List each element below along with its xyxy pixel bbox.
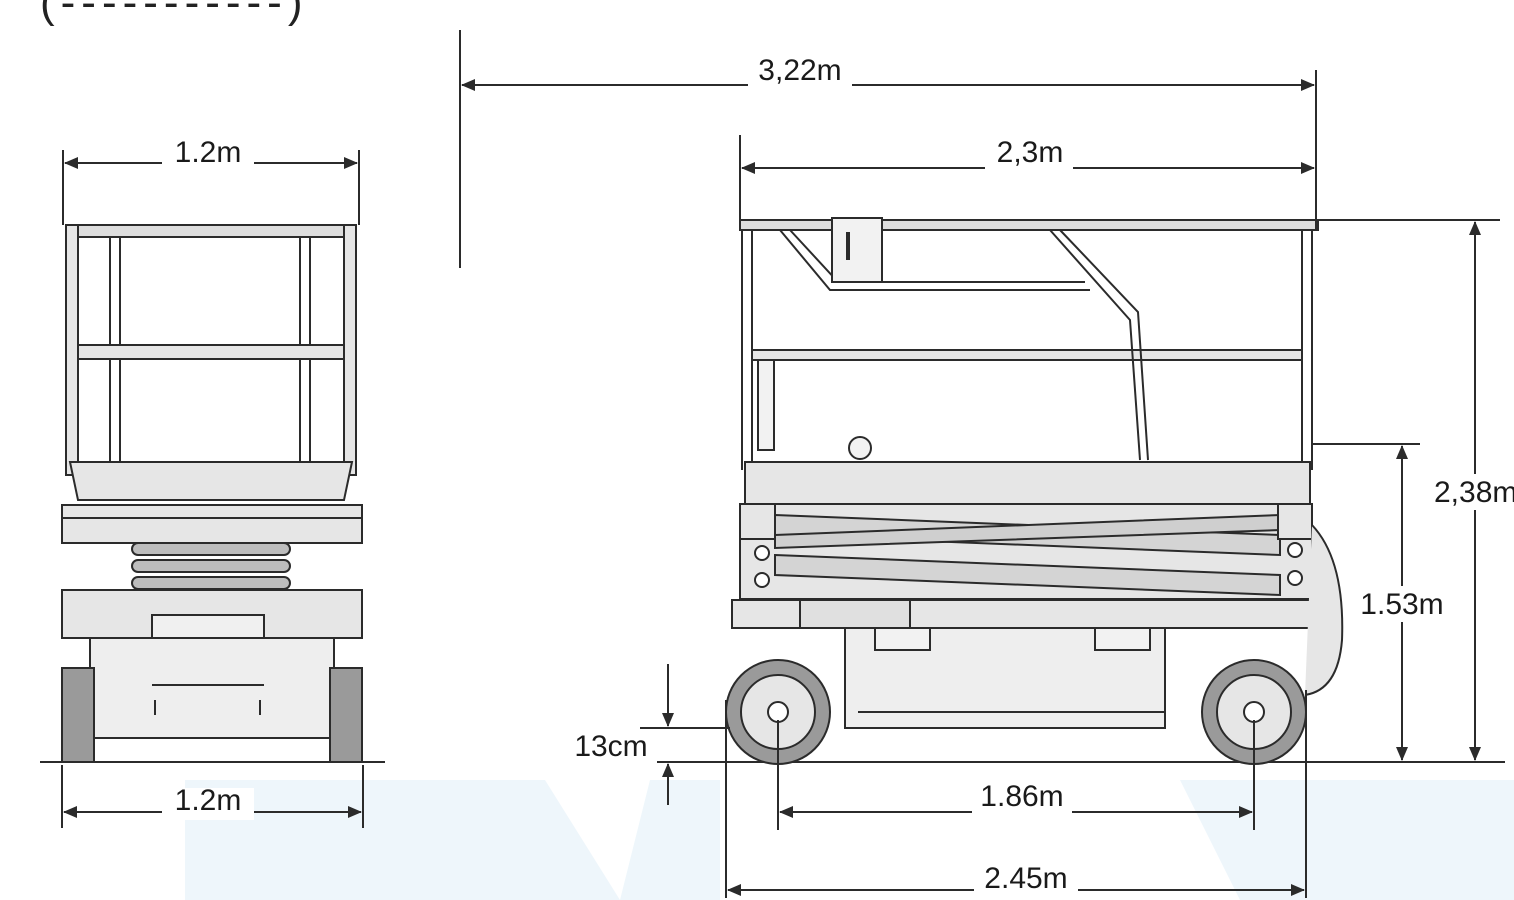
ground-clearance-dimension [640, 664, 730, 805]
front-top-width-label: 1.2m [175, 136, 242, 169]
platform-height-label: 1.53m [1360, 588, 1443, 621]
front-view [40, 224, 385, 763]
wheelbase-label: 1.86m [980, 780, 1063, 813]
platform-length-label: 2,3m [997, 136, 1064, 169]
side-view [650, 217, 1505, 765]
background-shading [185, 780, 1514, 900]
chassis-length-label: 2.45m [984, 862, 1067, 895]
front-bottom-width-label: 1.2m [175, 784, 242, 817]
title-fragment: (-----------) [40, 0, 309, 27]
ground-clearance-label: 13cm [574, 730, 647, 763]
overall-length-label: 3,22m [758, 54, 841, 87]
overall-length-dimension [459, 30, 1317, 268]
overall-height-label: 2,38m [1434, 476, 1514, 509]
